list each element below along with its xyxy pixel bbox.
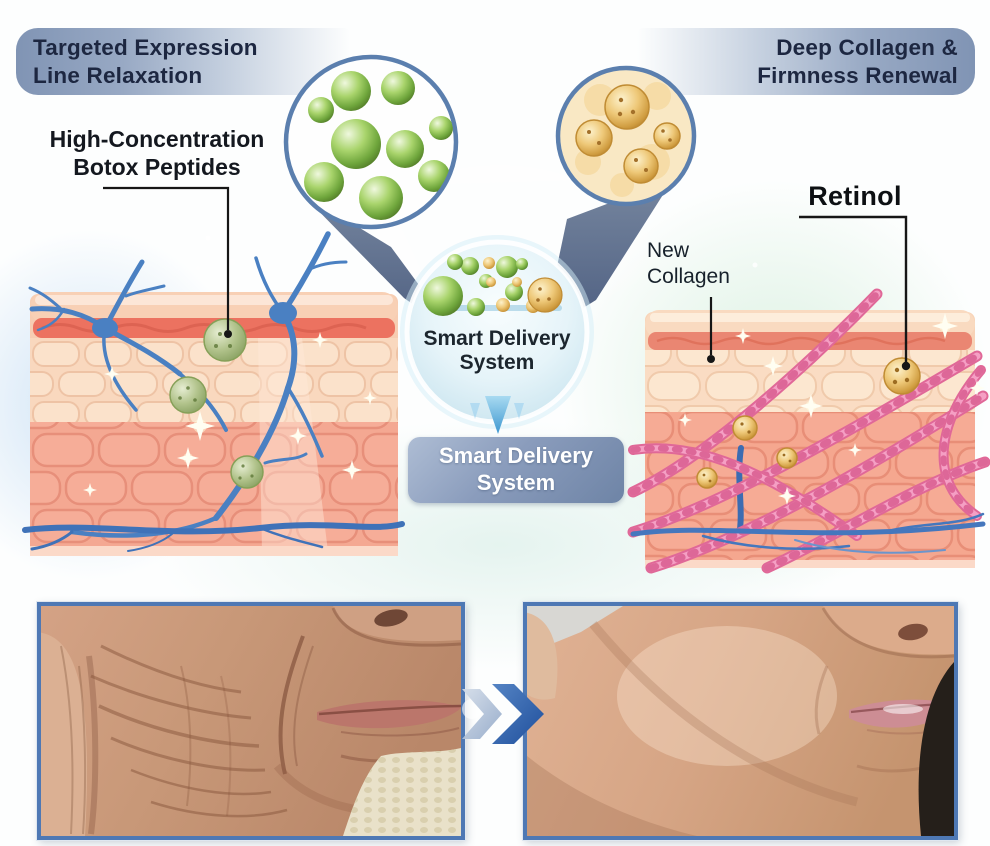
top-left-banner-line1: Targeted Expression bbox=[33, 35, 258, 61]
top-right-banner: Deep Collagen & Firmness Renewal bbox=[637, 28, 975, 95]
down-arrow-icon bbox=[470, 396, 524, 434]
neck-shadow bbox=[527, 756, 697, 836]
nostril bbox=[898, 623, 928, 641]
chevron-dark bbox=[492, 684, 544, 744]
after-photo bbox=[523, 602, 958, 840]
nose bbox=[823, 606, 954, 655]
right-skin-illustration bbox=[627, 288, 990, 574]
botox-peptides-label: High-Concentration Botox Peptides bbox=[20, 126, 294, 181]
before-after-arrow bbox=[462, 684, 544, 744]
chevron-light bbox=[462, 689, 502, 739]
before-photo bbox=[37, 602, 465, 840]
smart-delivery-banner: Smart Delivery System bbox=[408, 437, 624, 503]
top-left-banner: Targeted Expression Line Relaxation bbox=[16, 28, 350, 95]
wrinkles bbox=[90, 644, 288, 818]
retinol-label: Retinol bbox=[808, 181, 902, 211]
left-skin-illustration bbox=[22, 231, 405, 556]
botox-label-line1: High-Concentration bbox=[49, 126, 265, 152]
botox-label-line2: Botox Peptides bbox=[73, 153, 241, 180]
top-right-banner-line1: Deep Collagen & bbox=[776, 35, 958, 61]
new-collagen-label: New Collagen bbox=[647, 239, 730, 289]
hand bbox=[41, 632, 87, 836]
smart-delivery-circle-label: Smart Delivery System bbox=[423, 327, 571, 375]
hair bbox=[918, 662, 954, 836]
top-right-banner-line2: Firmness Renewal bbox=[757, 62, 958, 88]
top-left-banner-line2: Line Relaxation bbox=[33, 62, 203, 88]
magnifier-gold-retinol bbox=[555, 65, 697, 207]
magnifier-green-peptides bbox=[283, 54, 459, 230]
